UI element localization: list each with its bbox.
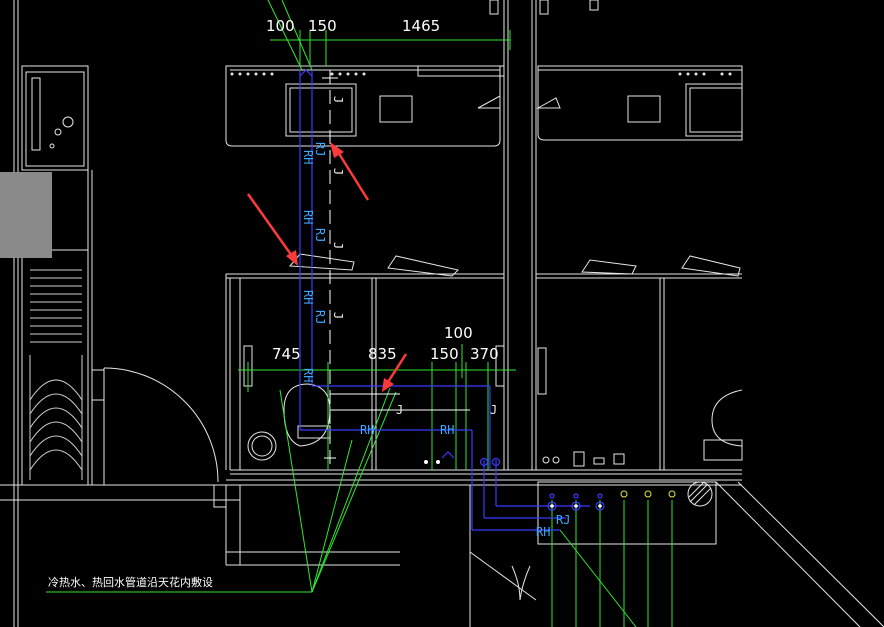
label-j-4: J [331,312,345,319]
piping-note: 冷热水、热回水管道沿天花内敷设 [48,575,213,589]
dimension-lines-top [267,0,511,71]
upper-counters [225,65,743,147]
label-j-1: J [331,96,345,103]
label-rj-3: RJ [313,310,327,324]
label-rh-2: RH [301,210,315,224]
leader-lines [46,387,673,627]
label-rh-1: RH [301,150,315,164]
label-j-6: J [490,403,497,417]
label-rj-2: RJ [313,228,327,242]
hot-water-pipes [299,69,605,531]
label-rh-3: RH [301,290,315,304]
dimension-lines-mid [238,344,516,470]
red-annotation-arrows [246,142,408,392]
supply-valves [424,460,602,508]
dim-mid-370: 370 [470,345,499,363]
label-j-5: J [396,403,403,417]
central-columns [489,0,599,470]
label-j-3: J [331,242,345,249]
label-rh-6: RH [440,423,454,437]
dim-mid-835: 835 [368,345,397,363]
cold-water-pipe [322,70,470,470]
dim-top-100: 100 [266,17,295,35]
label-rh-7: RH [536,525,550,539]
vent-louvers [29,269,83,480]
dim-top-150: 150 [308,17,337,35]
gray-panel [0,172,52,258]
left-structure [0,0,240,627]
dim-mid-745: 745 [272,345,301,363]
dim-mid-150: 150 [430,345,459,363]
fixture-markers [620,490,676,498]
dim-mid-100: 100 [444,324,473,342]
label-rh-5: RH [360,423,374,437]
dim-top-1465: 1465 [402,17,440,35]
label-j-2: J [331,168,345,175]
label-rj-1: RJ [313,142,327,156]
label-rh-4: RH [301,368,315,382]
label-rj-4: RJ [556,513,570,527]
lower-structure [225,481,884,627]
counter-dots [230,72,732,76]
